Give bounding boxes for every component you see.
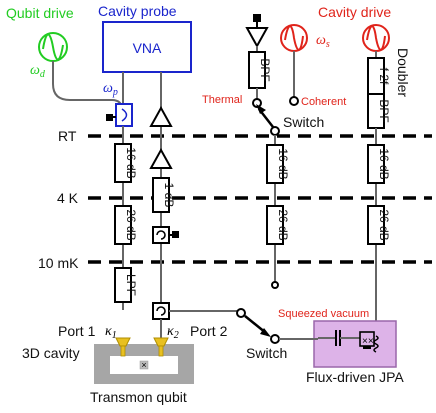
svg-text:BPF: BPF	[377, 99, 391, 122]
temperature-lines	[88, 134, 432, 264]
thermal-termination-icon	[253, 14, 261, 22]
amplifier-rt-1	[149, 105, 173, 127]
pump-source-icon	[362, 24, 390, 52]
att-26db-pump: 26 dB	[367, 205, 391, 245]
vna-label: VNA	[133, 40, 162, 56]
kappa2-label: κ2	[167, 324, 179, 341]
circulator-icon	[152, 302, 170, 320]
cavity-probe-label: Cavity probe	[98, 3, 177, 19]
isolator-icon	[152, 226, 179, 244]
att-16db-pump: 16 dB	[367, 144, 391, 184]
switch-bottom-label: Switch	[246, 345, 287, 361]
coupler-termination-icon	[106, 114, 113, 121]
svg-text:26 dB: 26 dB	[377, 209, 391, 240]
att-1db: 1 dB	[152, 177, 176, 213]
cavity-3d-label: 3D cavity	[22, 345, 80, 361]
svg-text:16 dB: 16 dB	[124, 147, 138, 178]
att-16db-drive: 16 dB	[266, 144, 290, 184]
coherent-label: Coherent	[301, 96, 346, 108]
coherent-source-icon	[280, 24, 308, 52]
qubit-drive-label: Qubit drive	[6, 5, 74, 21]
cavity-drive-label: Cavity drive	[318, 4, 391, 20]
flux-jpa-label: Flux-driven JPA	[306, 369, 404, 385]
svg-text:××: ××	[362, 336, 374, 347]
rt-label: RT	[58, 128, 77, 144]
svg-text:26 dB: 26 dB	[276, 209, 290, 240]
svg-text:26 dB: 26 dB	[124, 209, 138, 240]
amplifier-rt-2	[149, 147, 173, 169]
squeezed-vacuum-label: Squeezed vacuum	[278, 308, 369, 320]
att-16db-input: 16 dB	[114, 143, 138, 183]
svg-text:16 dB: 16 dB	[377, 148, 391, 179]
svg-text:×: ×	[141, 360, 146, 370]
att-26db-drive: 26 dB	[266, 205, 290, 245]
jpa-box	[313, 320, 397, 368]
switch-bottom-lever	[244, 315, 267, 334]
svg-text:BPF: BPF	[258, 58, 272, 81]
ten-mk-label: 10 mK	[38, 255, 79, 271]
frequency-doubler: f 2f	[367, 57, 391, 95]
switch-bottom-output-node	[270, 334, 280, 344]
vna-box	[102, 21, 192, 73]
doubler-label: Doubler	[395, 48, 411, 97]
lpf-filter: LPF	[114, 267, 138, 303]
amplifier-thermal	[245, 27, 269, 49]
att-26db-input: 26 dB	[114, 205, 138, 245]
qubit-source-icon	[38, 32, 68, 62]
switch-top-coherent-node	[289, 96, 299, 106]
port2-connector	[153, 337, 169, 347]
switch-top-common-node	[270, 126, 280, 136]
port1-label: Port 1	[58, 323, 96, 339]
switch-top-label: Switch	[283, 114, 324, 130]
svg-text:1 dB: 1 dB	[162, 183, 176, 208]
flux-coil-icon	[373, 335, 379, 353]
bpf-pump: BPF	[367, 93, 391, 129]
port2-label: Port 2	[190, 323, 228, 339]
switch-top-thermal-node	[252, 98, 262, 108]
bpf-thermal: BPF	[248, 51, 272, 89]
switch-bottom-input-node	[236, 308, 246, 318]
cavity-3d: ×	[94, 337, 194, 384]
omega-d-label: ωd	[30, 63, 46, 80]
squid-icon: ××	[359, 331, 375, 349]
four-k-label: 4 K	[57, 190, 79, 206]
kappa1-label: κ1	[105, 324, 117, 341]
port1-connector	[115, 337, 131, 347]
drive-line-end-node	[271, 281, 279, 289]
omega-s-label: ωs	[316, 33, 330, 50]
thermal-label: Thermal	[202, 94, 242, 106]
svg-text:16 dB: 16 dB	[276, 148, 290, 179]
svg-text:LPF: LPF	[124, 274, 138, 296]
omega-p-label: ωp	[103, 81, 118, 98]
svg-text:f 2f: f 2f	[377, 68, 391, 85]
directional-coupler	[115, 103, 133, 127]
transmon-label: Transmon qubit	[90, 389, 187, 405]
